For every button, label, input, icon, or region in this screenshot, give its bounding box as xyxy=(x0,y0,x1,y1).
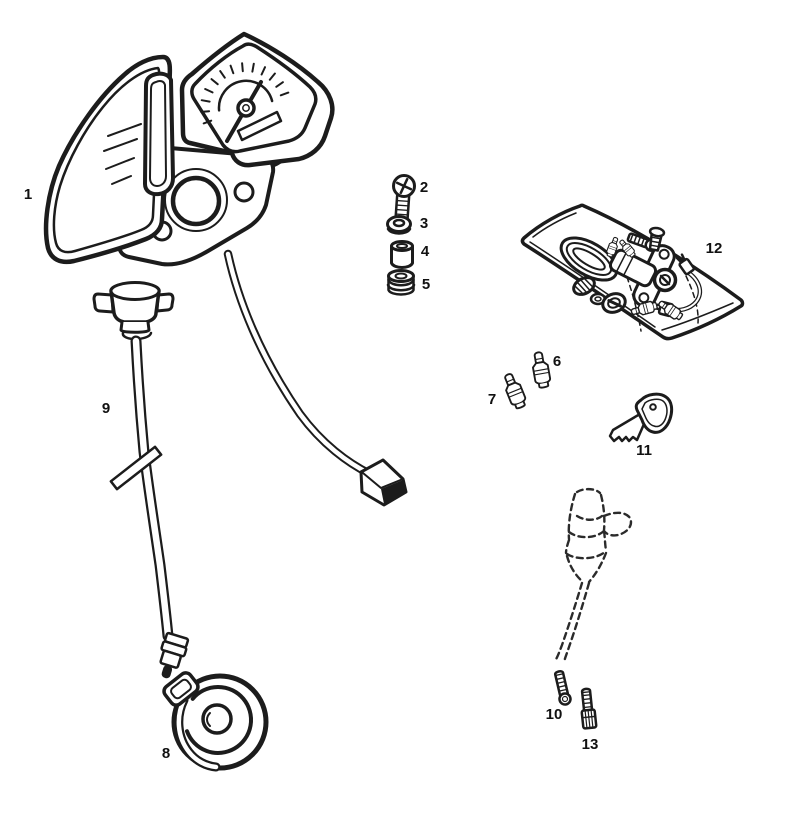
center-divider xyxy=(143,71,175,197)
callout-5: 5 xyxy=(422,276,430,293)
wire-connector xyxy=(359,458,408,507)
wire-harness xyxy=(223,249,408,507)
bulb-6 xyxy=(529,350,553,390)
bulb-7 xyxy=(499,370,529,412)
callout-4: 4 xyxy=(421,243,430,260)
key-blade xyxy=(608,412,646,443)
ribbed-cap xyxy=(572,276,596,296)
callout-10: 10 xyxy=(546,706,563,723)
drive-input-boss xyxy=(162,671,200,707)
callout-3: 3 xyxy=(420,215,428,232)
speedometer-drive-unit xyxy=(162,671,269,772)
callout-2: 2 xyxy=(420,179,428,196)
left-panel xyxy=(43,54,173,265)
panel-hatch-lines xyxy=(103,123,142,185)
grommet-5 xyxy=(386,269,416,296)
callout-7: 7 xyxy=(488,391,496,408)
callout-13: 13 xyxy=(582,736,599,753)
seat-lock-cable-coil xyxy=(559,236,619,282)
callout-9: 9 xyxy=(102,400,110,417)
phillips-slot xyxy=(395,177,413,195)
callouts: 1 2 3 4 5 6 7 8 9 10 11 12 13 xyxy=(24,179,723,762)
small-lock-face xyxy=(601,292,627,314)
cable-band-clip xyxy=(109,445,163,491)
gauge-tick-marks xyxy=(200,62,290,125)
washer-3 xyxy=(386,215,412,235)
callout-11: 11 xyxy=(636,442,652,459)
phantom-reference-part xyxy=(553,487,633,664)
instrument-cluster xyxy=(43,31,408,507)
screw-10 xyxy=(554,670,572,706)
speedometer-cable xyxy=(92,281,190,679)
gauge-dial-arc xyxy=(217,79,274,112)
speedometer-gauge xyxy=(179,31,335,168)
cable-upper-end xyxy=(92,281,175,341)
wire-terminal xyxy=(675,253,696,276)
needle-pivot xyxy=(236,98,256,118)
odometer-window xyxy=(236,110,283,142)
lock-set-bag xyxy=(520,203,745,341)
callout-6: 6 xyxy=(553,353,561,370)
bag-bolt xyxy=(648,226,666,252)
screw-13 xyxy=(580,687,598,730)
callout-12: 12 xyxy=(706,240,723,257)
cable-lower-end xyxy=(159,631,190,679)
callout-1: 1 xyxy=(24,186,32,203)
bracket-hole xyxy=(233,181,255,203)
ignition-lock-body xyxy=(608,248,658,288)
key xyxy=(608,392,674,443)
callout-8: 8 xyxy=(162,745,170,762)
collar-4 xyxy=(390,240,414,269)
